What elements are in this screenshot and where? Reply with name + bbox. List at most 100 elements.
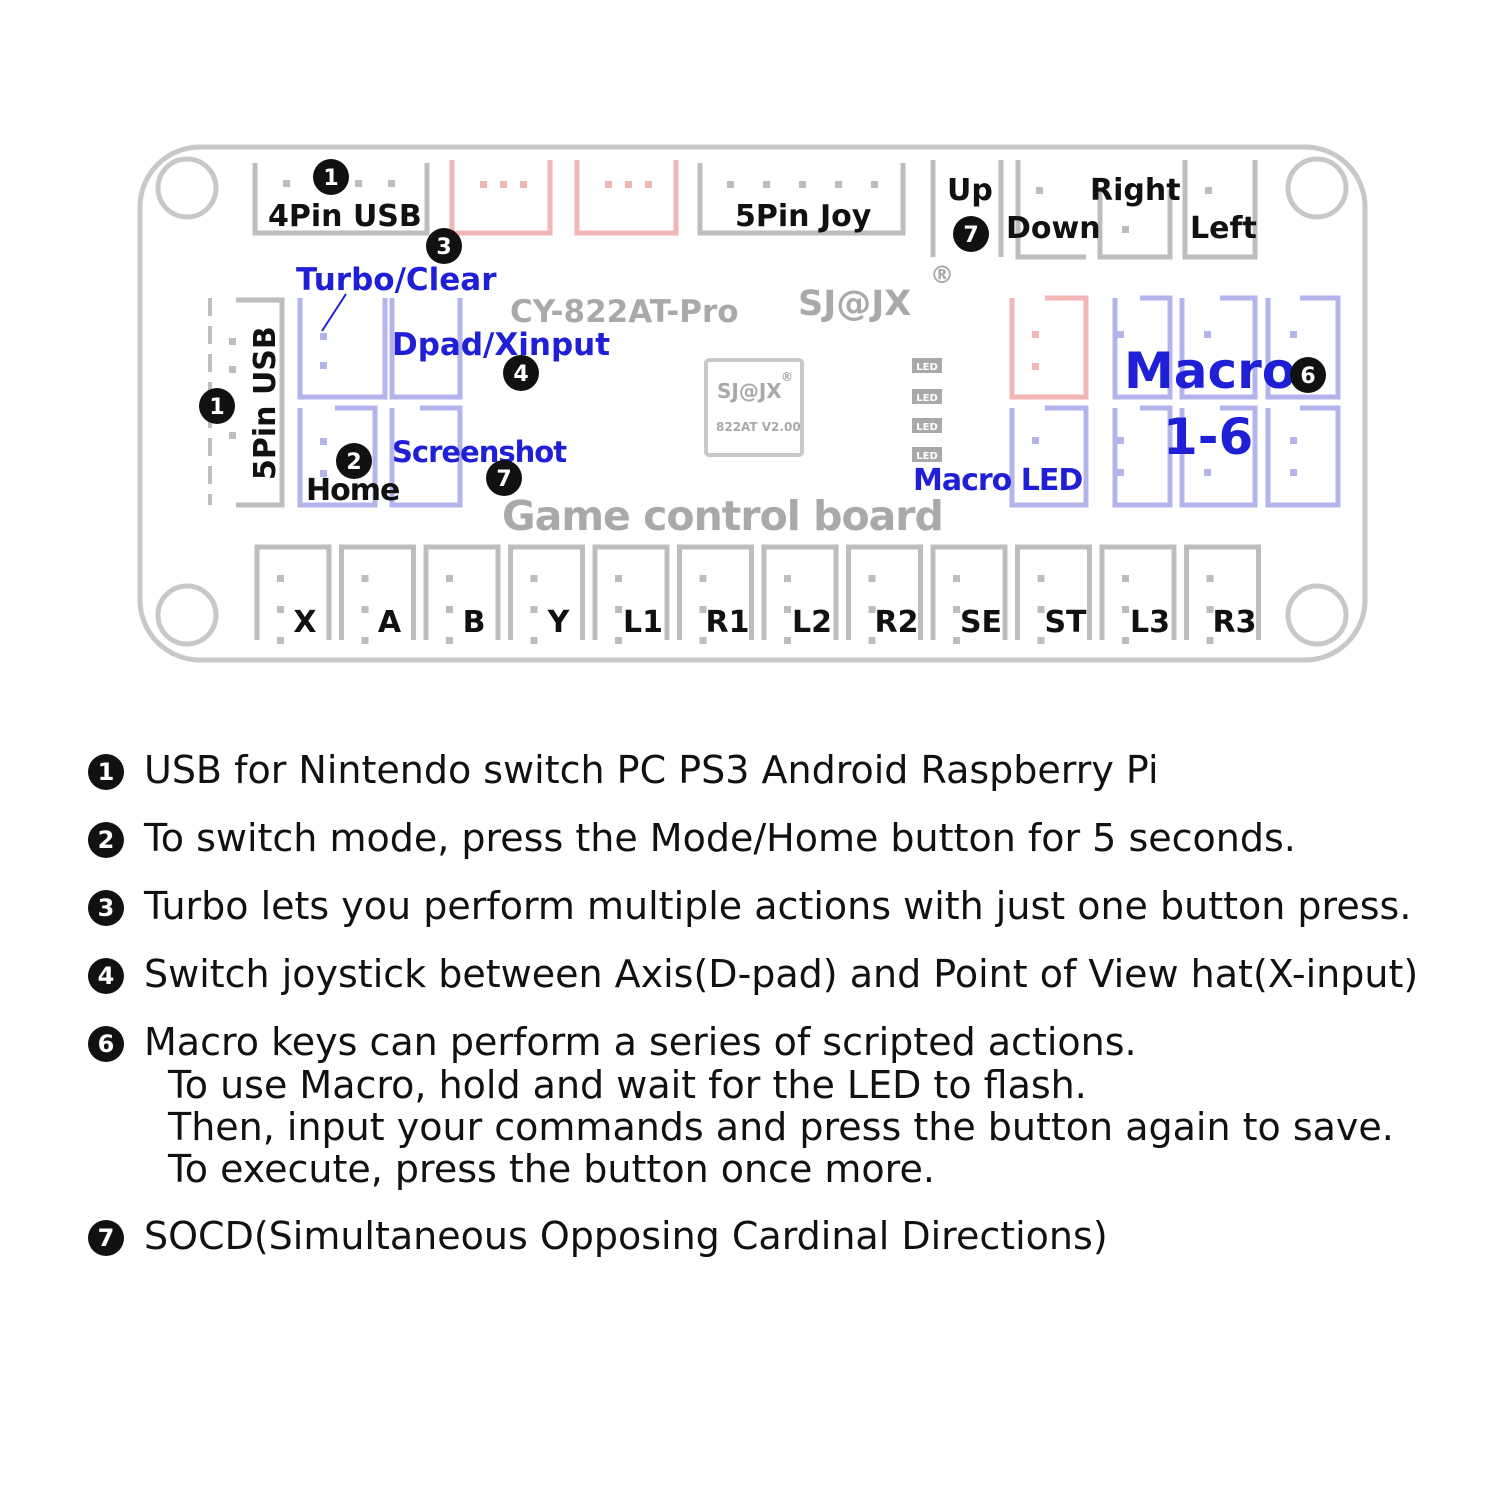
direction-connectors	[930, 160, 1258, 260]
marker-turbo: 3	[426, 228, 462, 264]
button-connector-l2: L2	[761, 544, 839, 644]
button-connector-r2: R2	[846, 544, 923, 644]
marker-usb-top: 1	[313, 159, 349, 195]
note-extra-line: Then, input your commands and press the …	[168, 1105, 1394, 1149]
button-connector-r3: R3	[1184, 544, 1261, 644]
button-connector-se: SE	[930, 544, 1008, 644]
left-label: Left	[1190, 211, 1257, 246]
pink-connector-1	[449, 160, 553, 236]
turbo-label: Turbo/Clear	[296, 262, 497, 298]
turbo-pointer	[321, 293, 347, 332]
chip	[704, 358, 804, 457]
button-connector-y: Y	[508, 544, 585, 644]
led-indicators	[912, 358, 942, 462]
button-label: Y	[547, 605, 571, 640]
button-label: R1	[706, 605, 750, 640]
note-3: 3 Turbo lets you perform multiple action…	[88, 884, 1478, 928]
joy5-connector	[697, 163, 906, 236]
note-4: 4 Switch joystick between Axis(D-pad) an…	[88, 952, 1478, 996]
led-label-1: LED	[916, 362, 938, 373]
chip-version: 822AT V2.00	[716, 420, 801, 434]
note-extra-line: To use Macro, hold and wait for the LED …	[168, 1063, 1087, 1107]
screenshot-label: Screenshot	[392, 435, 567, 469]
button-label: L1	[623, 605, 663, 640]
macro-connectors	[1009, 295, 1341, 508]
svg-text:7: 7	[963, 223, 978, 248]
button-label: SE	[960, 605, 1002, 640]
note-text: SOCD(Simultaneous Opposing Cardinal Dire…	[144, 1214, 1108, 1258]
registered-mark: ®	[930, 261, 954, 289]
marker-macro: 6	[1290, 357, 1326, 393]
marker-screenshot: 7	[486, 460, 522, 496]
note-text: Macro keys can perform a series of scrip…	[144, 1020, 1137, 1064]
button-connector-l3: L3	[1099, 544, 1177, 644]
chip-reg: ®	[781, 370, 793, 384]
mount-hole-top-right	[1285, 156, 1349, 220]
model-label: CY-822AT-Pro	[510, 294, 739, 330]
svg-text:6: 6	[1300, 364, 1315, 389]
button-label: L2	[792, 605, 832, 640]
note-text: To switch mode, press the Mode/Home butt…	[144, 816, 1296, 860]
svg-text:1: 1	[323, 166, 338, 191]
marker-usb-side: 1	[199, 388, 235, 424]
subtitle-label: Game control board	[502, 492, 943, 540]
note-2: 2 To switch mode, press the Mode/Home bu…	[88, 816, 1478, 860]
button-connector-st: ST	[1015, 544, 1092, 644]
button-label: B	[463, 605, 486, 640]
button-connector-b: B	[423, 544, 501, 644]
svg-text:4: 4	[513, 362, 528, 387]
button-label: A	[378, 605, 402, 640]
svg-text:3: 3	[436, 235, 451, 260]
svg-text:1: 1	[209, 395, 224, 420]
note-text: USB for Nintendo switch PC PS3 Android R…	[144, 748, 1159, 792]
svg-text:2: 2	[346, 450, 361, 475]
mount-hole-top-left	[155, 156, 219, 220]
button-label: R2	[875, 605, 919, 640]
led-label-3: LED	[916, 422, 938, 433]
button-label: ST	[1044, 605, 1087, 640]
macro-led-label: Macro LED	[913, 463, 1082, 498]
pink-connector-2	[574, 160, 679, 236]
dpad-label: Dpad/Xinput	[392, 327, 610, 363]
marker-dpad: 4	[503, 355, 539, 391]
button-connector-r1: R1	[677, 544, 754, 644]
note-bullet: 4	[88, 958, 124, 994]
button-connector-a: A	[339, 544, 416, 644]
marker-home: 2	[336, 443, 372, 479]
right-label: Right	[1090, 173, 1181, 208]
macro-label: Macro	[1124, 342, 1296, 400]
down-label: Down	[1006, 211, 1101, 246]
note-6: 6 Macro keys can perform a series of scr…	[88, 1020, 1478, 1190]
marker-socd: 7	[953, 216, 989, 252]
left-blue-pins	[320, 333, 327, 477]
button-label: X	[293, 605, 316, 640]
notes-list: 1 USB for Nintendo switch PC PS3 Android…	[88, 748, 1478, 1282]
led-label-2: LED	[916, 393, 938, 404]
note-extra-line: To execute, press the button once more.	[168, 1147, 935, 1191]
note-bullet: 3	[88, 890, 124, 926]
note-bullet: 7	[88, 1220, 124, 1256]
button-label: L3	[1130, 605, 1170, 640]
note-text: Turbo lets you perform multiple actions …	[144, 884, 1412, 928]
note-text: Switch joystick between Axis(D-pad) and …	[144, 952, 1419, 996]
note-1: 1 USB for Nintendo switch PC PS3 Android…	[88, 748, 1478, 792]
up-label: Up	[947, 173, 993, 208]
macro-range-label: 1-6	[1163, 408, 1253, 466]
chip-brand: SJ@JX	[717, 379, 782, 403]
svg-text:7: 7	[496, 467, 511, 492]
button-connector-x: X	[254, 544, 332, 644]
button-label: R3	[1213, 605, 1257, 640]
usb5-label: 5Pin USB	[248, 326, 283, 480]
joy5-label: 5Pin Joy	[735, 199, 872, 234]
usb4-connector	[252, 163, 430, 236]
usb5-connector	[208, 297, 285, 508]
button-connectors: X A B Y L1 R1 L2 R2 SE ST L3 R3	[254, 544, 1261, 644]
brand-label: SJ@JX	[798, 284, 911, 324]
mount-hole-bottom-right	[1285, 583, 1349, 647]
button-connector-l1: L1	[592, 544, 670, 644]
mount-hole-bottom-left	[155, 583, 219, 647]
usb4-label: 4Pin USB	[268, 199, 422, 234]
led-label-4: LED	[916, 451, 938, 462]
note-bullet: 2	[88, 822, 124, 858]
